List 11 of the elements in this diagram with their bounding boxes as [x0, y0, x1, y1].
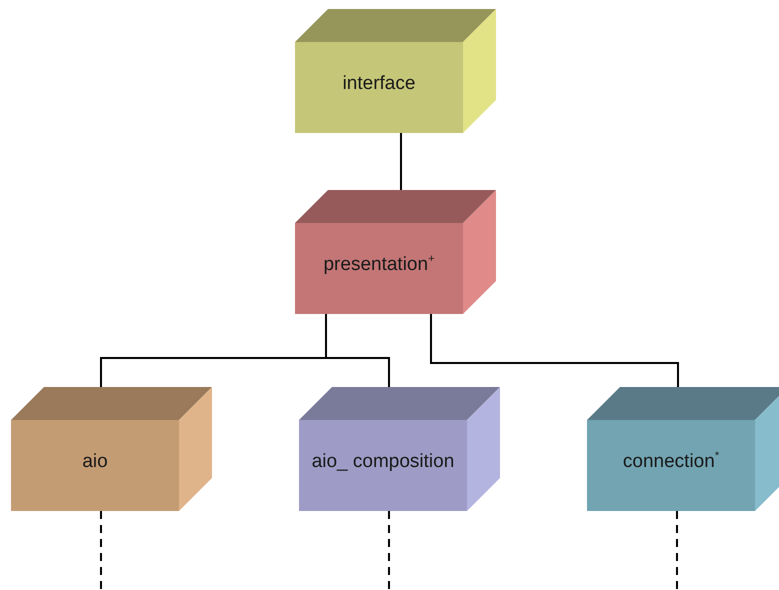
block-label: presentation$^{+}$ [322, 254, 436, 276]
connector-line [430, 314, 679, 387]
connector-line [325, 314, 390, 387]
block-label: aio_ composition [310, 450, 456, 472]
dashed-line [100, 511, 102, 590]
block-label: aio [81, 450, 109, 472]
dashed-line [388, 511, 390, 590]
block-label: interface [342, 72, 416, 94]
connector-line [400, 133, 402, 190]
dashed-line [676, 511, 678, 590]
block-label: connection$^{*}$ [622, 450, 720, 472]
